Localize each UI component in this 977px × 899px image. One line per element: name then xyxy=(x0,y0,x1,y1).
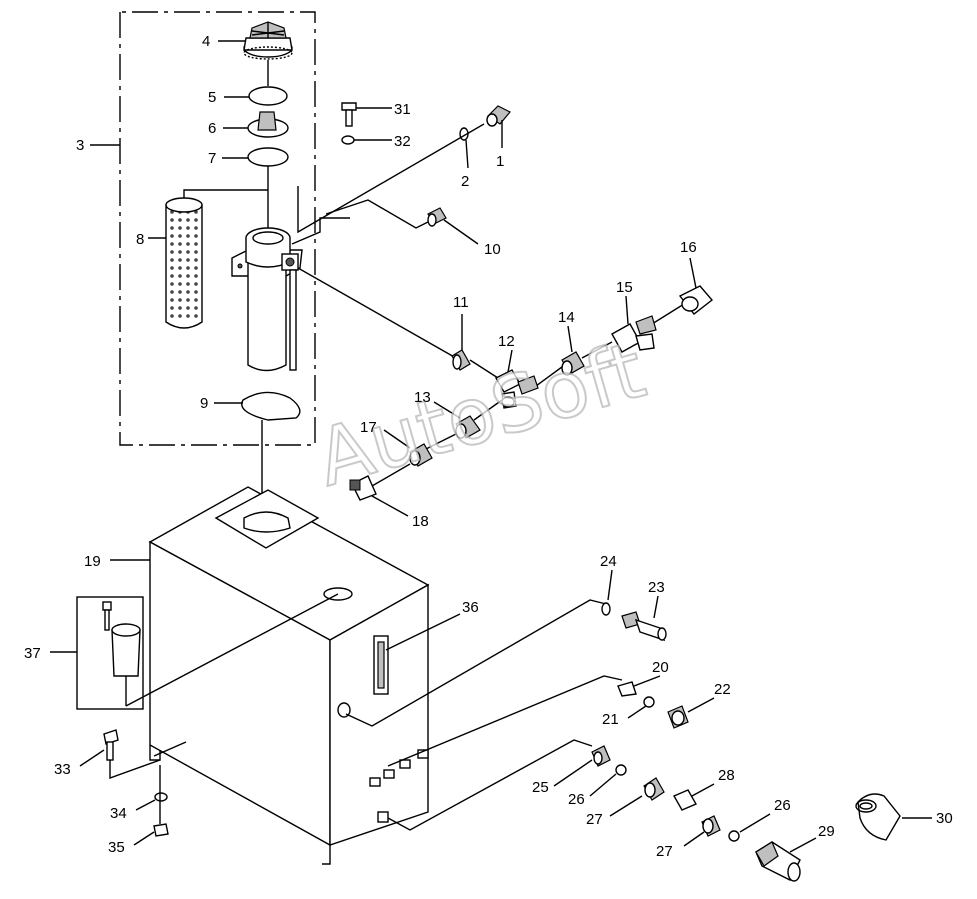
callout-14: 14 xyxy=(558,309,575,326)
callout-36: 36 xyxy=(462,599,479,616)
callout-8: 8 xyxy=(136,231,144,248)
callout-21: 21 xyxy=(602,711,619,728)
callout-7: 7 xyxy=(208,150,216,167)
bolt-33-part xyxy=(79,729,161,779)
bolt-part xyxy=(341,102,392,127)
suction-fitting-group xyxy=(345,569,667,727)
seal-ring-part xyxy=(459,127,469,169)
callout-23: 23 xyxy=(648,579,665,596)
callout-26b: 26 xyxy=(774,797,791,814)
hydraulic-tank-part xyxy=(110,486,430,865)
leader-36 xyxy=(385,613,461,651)
callout-22: 22 xyxy=(714,681,731,698)
callout-37: 37 xyxy=(24,645,41,662)
o-ring-upper-part xyxy=(224,86,288,106)
callout-5: 5 xyxy=(208,89,216,106)
callout-30: 30 xyxy=(936,810,953,827)
callout-9: 9 xyxy=(200,395,208,412)
fitting-10-part xyxy=(427,207,479,245)
callout-35: 35 xyxy=(108,839,125,856)
washer-part xyxy=(341,135,392,145)
dust-cap-part xyxy=(855,793,932,841)
callout-33: 33 xyxy=(54,761,71,778)
callout-1: 1 xyxy=(496,153,504,170)
callout-labels: 1 2 3 4 5 6 7 8 9 10 11 12 13 14 15 16 1… xyxy=(24,33,953,860)
elbow-18-part xyxy=(349,475,409,517)
tee-fitting-15-part xyxy=(611,295,657,353)
washer-34-part xyxy=(135,792,168,811)
nut-35-part xyxy=(133,823,169,846)
callout-27a: 27 xyxy=(586,811,603,828)
callout-2: 2 xyxy=(461,173,469,190)
filter-element-part xyxy=(148,189,268,329)
watermark-text: AutoSoft xyxy=(307,326,654,505)
callout-24: 24 xyxy=(600,553,617,570)
adapter-part xyxy=(223,111,289,138)
nut-13-part xyxy=(433,401,481,439)
return-fitting-group xyxy=(387,675,715,767)
nipple-fitting-part xyxy=(451,314,471,371)
callout-27b: 27 xyxy=(656,843,673,860)
callout-11: 11 xyxy=(453,294,469,311)
callout-25: 25 xyxy=(532,779,549,796)
breather-assembly-part xyxy=(50,593,339,710)
callout-10: 10 xyxy=(484,241,501,258)
callout-31: 31 xyxy=(394,101,411,118)
callout-29: 29 xyxy=(818,823,835,840)
callout-18: 18 xyxy=(412,513,429,530)
callout-34: 34 xyxy=(110,805,127,822)
o-ring-lower-part xyxy=(222,147,289,167)
callout-26a: 26 xyxy=(568,791,585,808)
tee-fitting-12-part xyxy=(495,349,539,409)
drain-fitting-group xyxy=(387,739,817,882)
filter-housing-part xyxy=(231,227,303,372)
nut-17-part xyxy=(383,429,433,467)
callout-12: 12 xyxy=(498,333,515,350)
callout-4: 4 xyxy=(202,33,210,50)
elbow-fitting-part xyxy=(678,257,714,315)
callout-20: 20 xyxy=(652,659,669,676)
callout-15: 15 xyxy=(616,279,633,296)
union-14-part xyxy=(561,325,585,376)
callout-32: 32 xyxy=(394,133,411,150)
filter-assembly-frame xyxy=(90,11,316,446)
gasket-part xyxy=(214,391,301,505)
callout-19: 19 xyxy=(84,553,101,570)
callout-28: 28 xyxy=(718,767,735,784)
filler-cap-part xyxy=(218,21,293,60)
callout-17: 17 xyxy=(360,419,377,436)
callout-13: 13 xyxy=(414,389,431,406)
callout-6: 6 xyxy=(208,120,216,137)
callout-3: 3 xyxy=(76,137,84,154)
assembly-lines xyxy=(291,123,685,487)
sensor-fitting-part xyxy=(486,105,511,148)
callout-16: 16 xyxy=(680,239,697,256)
